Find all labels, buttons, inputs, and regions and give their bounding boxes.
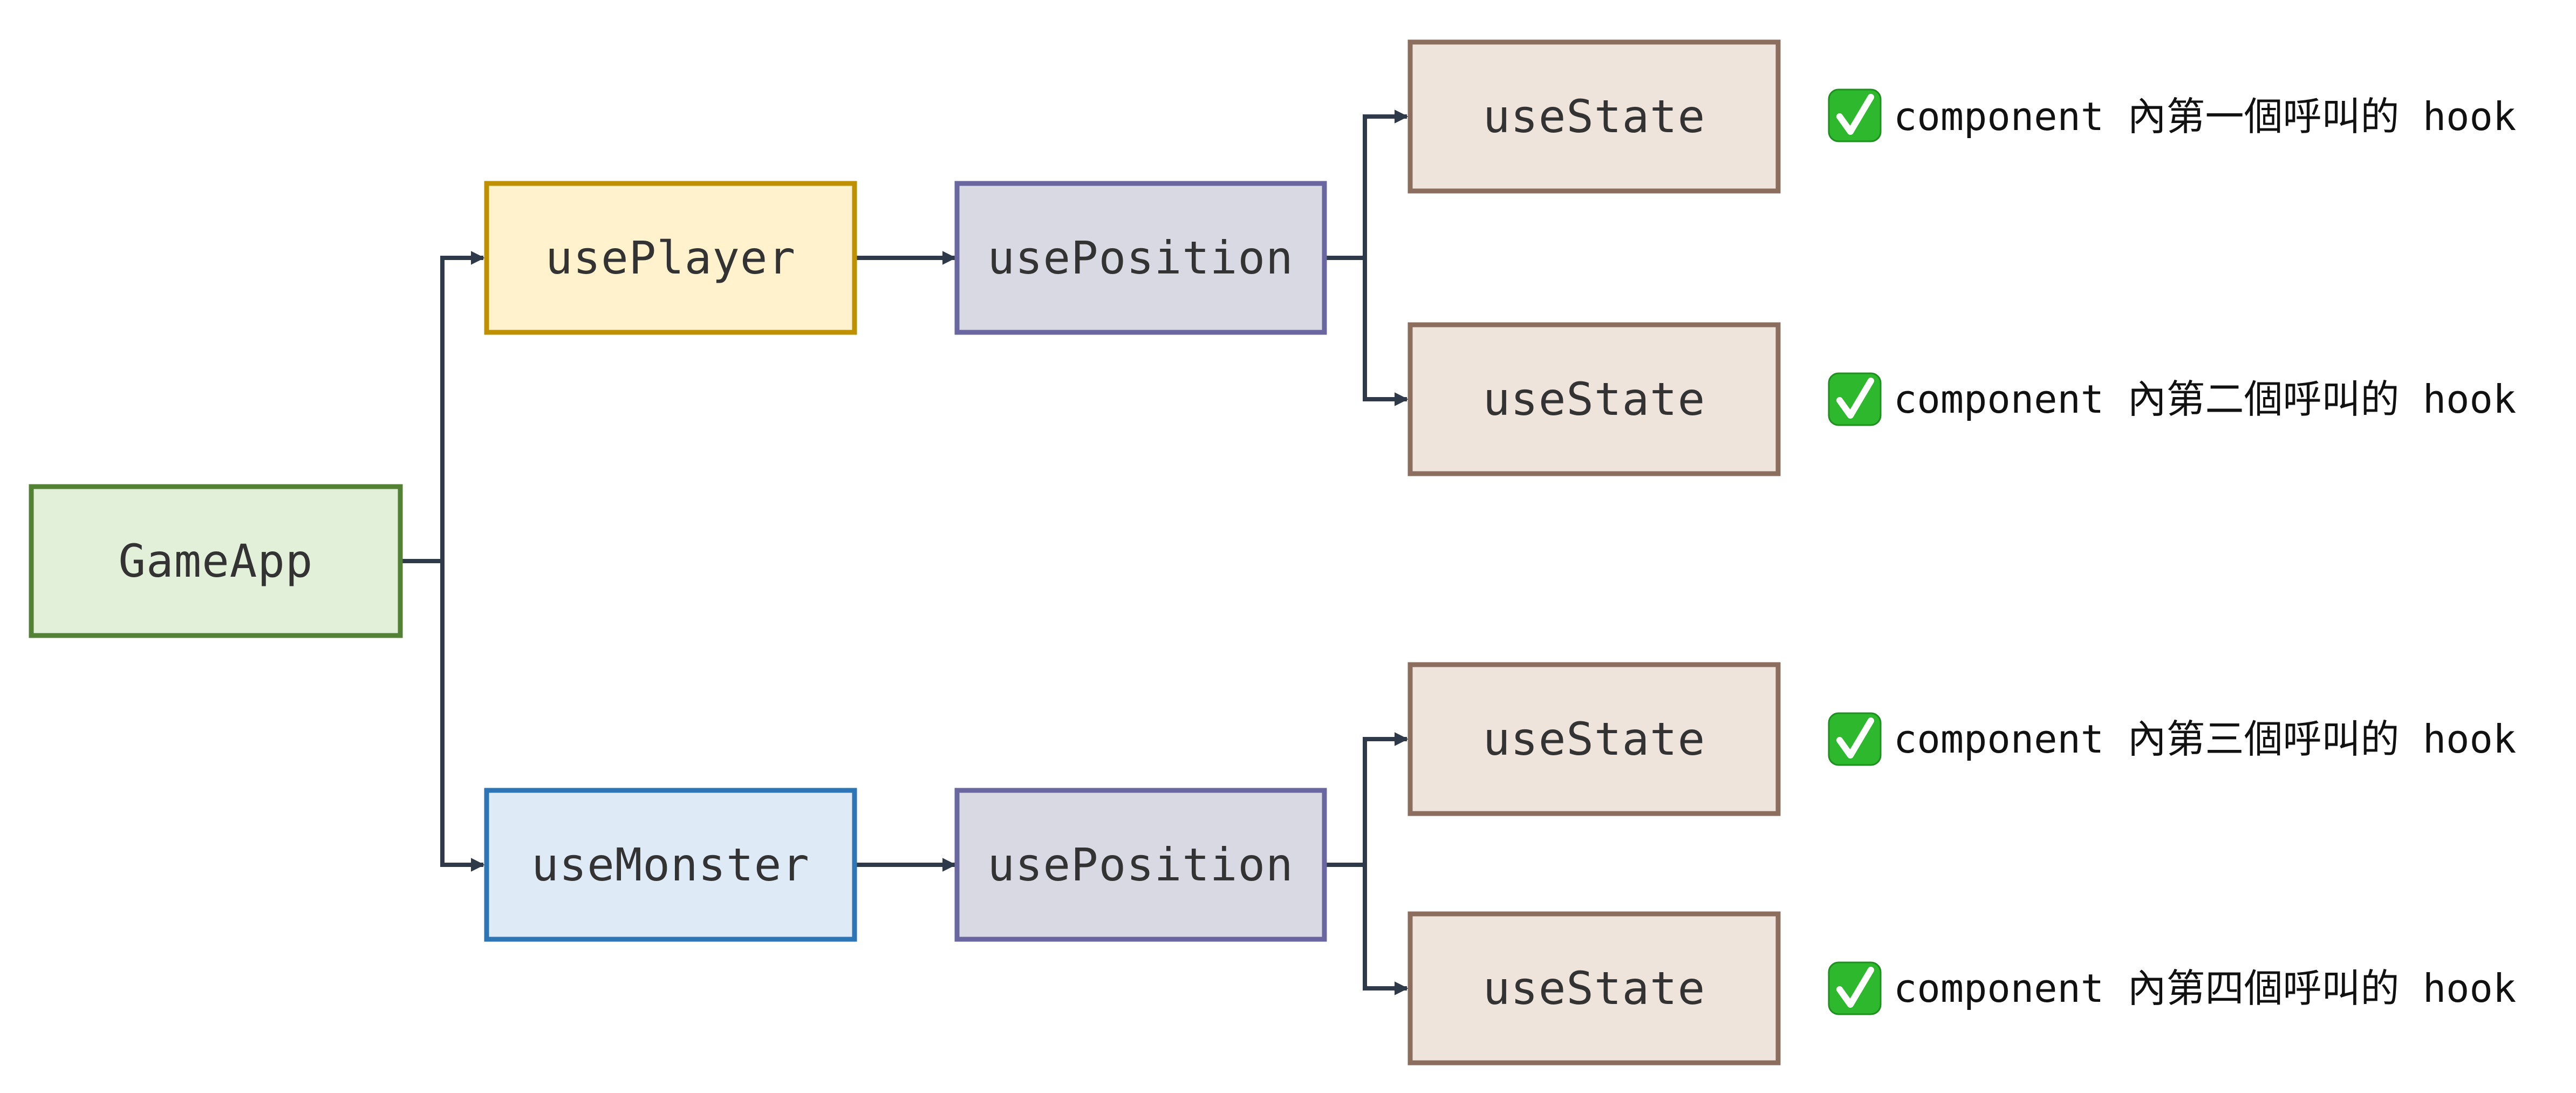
note-hook-3-text: component 內第三個呼叫的 hook (1894, 716, 2516, 762)
node-gameapp-box (29, 484, 403, 638)
connector-gameapp-to-useplayer (440, 251, 485, 561)
note-hook-4: component 內第四個呼叫的 hook (1828, 961, 2516, 1015)
node-usestate-1-box (1407, 39, 1781, 194)
node-useposition-monster-box (954, 788, 1327, 942)
node-usestate-2: useState (1407, 322, 1781, 476)
node-usestate-1: useState (1407, 39, 1781, 194)
node-usemonster-label: useMonster (531, 838, 810, 891)
note-hook-4-text: component 內第四個呼叫的 hook (1894, 966, 2516, 1011)
node-usestate-4-box (1407, 911, 1781, 1065)
node-usestate-1-label: useState (1483, 90, 1706, 143)
node-usestate-4-label: useState (1483, 962, 1706, 1015)
node-usestate-2-label: useState (1483, 373, 1706, 426)
node-useposition-player-label: usePosition (987, 231, 1293, 284)
check-mark-button-icon (1828, 88, 1882, 142)
node-gameapp: GameApp (29, 484, 403, 638)
node-gameapp-label: GameApp (118, 535, 313, 588)
node-useplayer: usePlayer (484, 181, 857, 335)
connector-useposition-to-usestate-1 (1363, 110, 1409, 258)
node-usemonster-box (484, 788, 857, 942)
node-usestate-2-box (1407, 322, 1781, 476)
note-hook-1: component 內第一個呼叫的 hook (1828, 88, 2516, 142)
check-mark-button-icon (1828, 961, 1882, 1015)
check-mark-button-icon (1828, 372, 1882, 426)
node-usestate-3-box (1407, 662, 1781, 816)
node-useplayer-label: usePlayer (545, 231, 796, 284)
node-useposition-monster-label: usePosition (987, 838, 1293, 891)
connector-gameapp-to-usemonster (440, 561, 485, 872)
connector-useposition-to-usestate-3 (1363, 732, 1409, 865)
node-usemonster: useMonster (484, 788, 857, 942)
node-usestate-3-label: useState (1483, 713, 1706, 766)
note-hook-2: component 內第二個呼叫的 hook (1828, 372, 2516, 426)
node-usestate-4: useState (1407, 911, 1781, 1065)
connector-useposition-to-usestate-4 (1363, 865, 1409, 995)
connector-useposition-to-usestate-2 (1363, 258, 1409, 406)
node-useposition-monster: usePosition (954, 788, 1327, 942)
connectors (400, 110, 1409, 995)
node-useposition-player: usePosition (954, 181, 1327, 335)
node-useposition-player-box (954, 181, 1327, 335)
node-usestate-3: useState (1407, 662, 1781, 816)
note-hook-3: component 內第三個呼叫的 hook (1828, 712, 2516, 766)
note-hook-2-text: component 內第二個呼叫的 hook (1894, 377, 2516, 422)
note-hook-1-text: component 內第一個呼叫的 hook (1894, 94, 2516, 139)
check-mark-button-icon (1828, 712, 1882, 766)
node-useplayer-box (484, 181, 857, 335)
